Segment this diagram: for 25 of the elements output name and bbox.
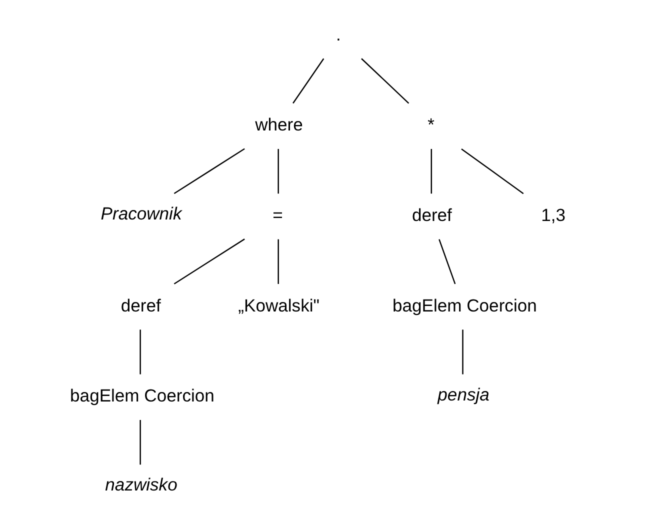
node-text: bagElem Coercion (392, 295, 536, 316)
node-text: . (336, 24, 340, 44)
connector (277, 148, 278, 194)
node-text: * (427, 114, 434, 135)
node-text: deref (411, 204, 452, 225)
node-text: deref (120, 295, 160, 316)
connector (173, 148, 244, 194)
node-text: bagElem Coercion (70, 386, 214, 406)
node-text: Pracownik (100, 204, 182, 224)
connector (277, 239, 278, 284)
node-text: = (272, 204, 282, 225)
node-text: 1,3 (540, 204, 566, 225)
node-text: where (254, 114, 302, 135)
connector (438, 239, 456, 284)
connector (430, 148, 432, 194)
connector (292, 58, 324, 104)
connector (139, 330, 140, 374)
connector (462, 330, 463, 374)
connector (173, 238, 244, 284)
connector (360, 58, 409, 104)
node-text: „Kowalski" (238, 295, 319, 316)
connector (139, 420, 140, 465)
connector (460, 148, 524, 194)
node-text: nazwisko (104, 474, 177, 495)
node-text: pensja (437, 384, 489, 404)
